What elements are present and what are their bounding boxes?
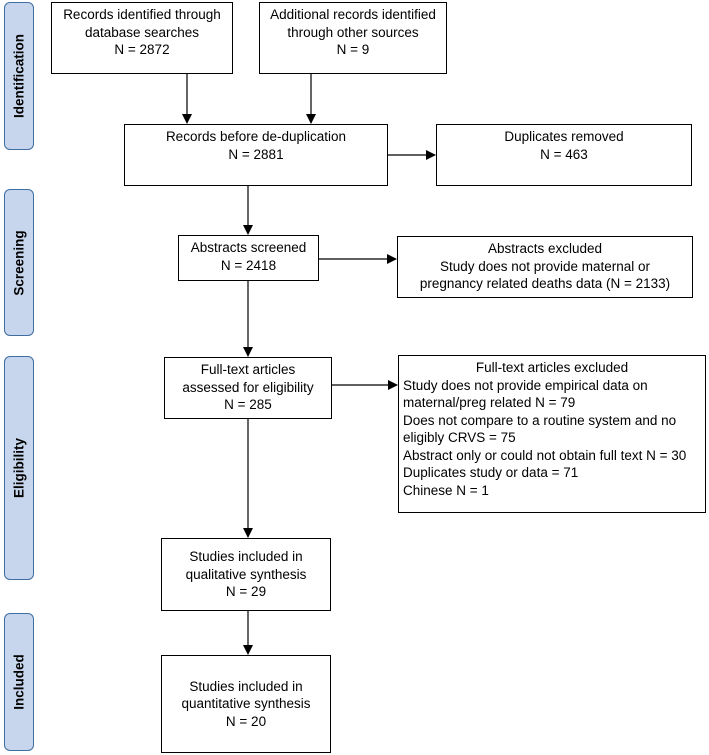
db-records-line2: database searches: [84, 24, 200, 40]
fulltext-excluded-box: Full-text articles excluded Study does n…: [398, 355, 706, 513]
other-records-box: Additional records identified through ot…: [259, 2, 447, 74]
fulltext-assessed-box: Full-text articles assessed for eligibil…: [164, 357, 332, 419]
abstracts-excluded-box: Abstracts excluded Study does not provid…: [397, 236, 693, 298]
qualitative-box: Studies included in qualitative synthesi…: [161, 538, 331, 611]
quantitative-box: Studies included in quantitative synthes…: [161, 655, 331, 753]
abstracts-screened-line1: Abstracts screened: [190, 240, 307, 255]
db-records-count: N = 2872: [114, 42, 170, 57]
fulltext-excluded-item: Does not compare to a routine system and…: [403, 412, 677, 428]
abstracts-screened-count: N = 2418: [220, 257, 277, 273]
db-records-box: Records identified through database sear…: [51, 2, 233, 74]
fulltext-excluded-item: Abstract only or could not obtain full t…: [403, 447, 687, 463]
fulltext-excluded-item: Chinese N = 1: [403, 482, 489, 498]
phase-screening: Screening: [4, 189, 34, 336]
fulltext-assessed-count: N = 285: [224, 397, 272, 412]
db-records-line1: Records identified through: [63, 7, 221, 22]
phase-eligibility: Eligibility: [4, 356, 34, 580]
quantitative-count: N = 20: [225, 713, 267, 729]
quantitative-line1: Studies included in: [189, 678, 303, 694]
abstracts-excluded-title: Abstracts excluded: [487, 241, 603, 256]
before-dedup-box: Records before de-duplication N = 2881: [124, 124, 388, 186]
fulltext-excluded-item: Study does not provide empirical data on: [403, 377, 648, 393]
fulltext-excluded-item: Duplicates study or data = 71: [403, 465, 579, 480]
duplicates-line1: Duplicates removed: [504, 129, 624, 144]
other-records-line2: through other sources: [287, 24, 419, 40]
before-dedup-line1: Records before de-duplication: [165, 129, 347, 144]
duplicates-box: Duplicates removed N = 463: [436, 124, 692, 186]
abstracts-excluded-line2: pregnancy related deaths data (N = 2133): [419, 276, 671, 291]
qualitative-count: N = 29: [225, 584, 267, 600]
phase-identification: Identification: [4, 2, 34, 150]
qualitative-line1: Studies included in: [189, 549, 303, 565]
quantitative-line2: quantitative synthesis: [181, 696, 311, 712]
qualitative-line2: qualitative synthesis: [185, 566, 307, 582]
abstracts-excluded-line1: Study does not provide maternal or: [439, 258, 651, 274]
fulltext-assessed-line2: assessed for eligibility: [182, 379, 314, 395]
other-records-line1: Additional records identified: [270, 7, 436, 22]
fulltext-excluded-title: Full-text articles excluded: [475, 360, 629, 375]
fulltext-assessed-line1: Full-text articles: [200, 362, 296, 377]
phase-included: Included: [4, 613, 34, 751]
abstracts-screened-box: Abstracts screened N = 2418: [178, 235, 319, 281]
fulltext-excluded-item: eligibly CRVS = 75: [403, 430, 516, 445]
before-dedup-count: N = 2881: [228, 146, 284, 162]
other-records-count: N = 9: [336, 42, 370, 57]
fulltext-excluded-item: maternal/preg related N = 79: [403, 395, 576, 410]
duplicates-count: N = 463: [540, 146, 588, 162]
